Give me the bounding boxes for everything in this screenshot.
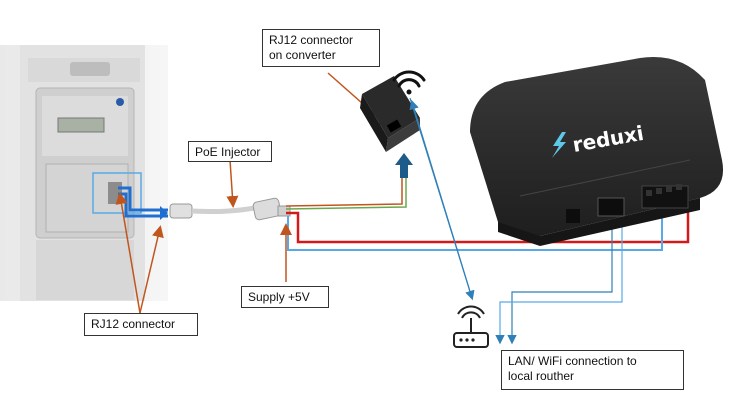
rj12-arrow-2 xyxy=(139,225,164,314)
poe-arrow xyxy=(226,159,239,208)
rj12-converter-label-line1: RJ12 connector xyxy=(269,33,354,47)
electricity-meter xyxy=(0,45,168,301)
poe-injector-label-text: PoE Injector xyxy=(195,145,261,159)
rj12-connector-label: RJ12 connector xyxy=(84,313,198,336)
lan-link-arrow xyxy=(507,212,613,345)
up-arrow-icon xyxy=(395,153,413,178)
lan-connection-label: LAN/ WiFi connection to local routher xyxy=(501,350,684,390)
poe-injector-label: PoE Injector xyxy=(188,141,272,162)
supply-label-text: Supply +5V xyxy=(248,290,310,304)
lan-link-arrow-2 xyxy=(495,212,623,345)
rj12-converter-label-line2: on converter xyxy=(269,48,336,62)
rj12-converter xyxy=(360,76,420,152)
rj12-arrow-1 xyxy=(115,192,141,314)
lightning-icon xyxy=(552,132,566,158)
wifi-link-arrow-reverse xyxy=(409,99,473,299)
wifi-icon xyxy=(392,70,426,95)
rj12-connector-label-text: RJ12 connector xyxy=(91,317,176,331)
router-icon xyxy=(453,305,489,348)
supply-label: Supply +5V xyxy=(241,286,329,308)
reduxi-device xyxy=(470,56,724,246)
poe-injector xyxy=(169,197,291,221)
power-wire xyxy=(286,196,690,244)
converter-wires xyxy=(285,178,407,210)
lan-connection-label-line2: local routher xyxy=(508,369,575,383)
rj12-converter-label: RJ12 connector on converter xyxy=(262,29,380,67)
lan-connection-label-line1: LAN/ WiFi connection to xyxy=(508,354,637,368)
